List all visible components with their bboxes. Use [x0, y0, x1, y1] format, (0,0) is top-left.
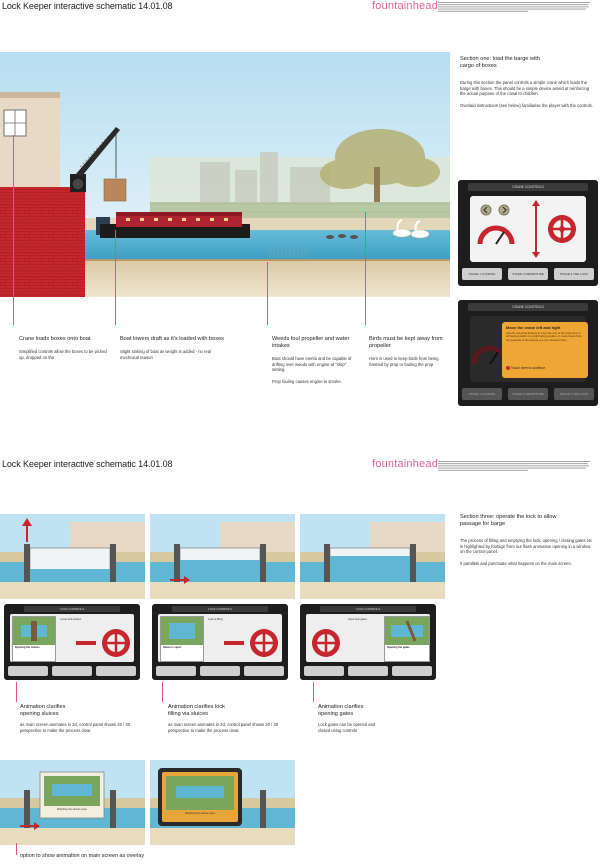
lock-scene-2 [150, 514, 295, 599]
lock-panel-screen: Open lock gates Opening the gates [306, 614, 430, 662]
red-wheel-control [76, 629, 130, 657]
fine-print [438, 2, 593, 14]
stage-2-button[interactable]: STAGE 2 DEPARTURE [508, 268, 548, 280]
callout-line-sluices [16, 682, 17, 702]
overlay-scene-illustration [150, 760, 295, 845]
sluice-animation-thumb [13, 617, 55, 645]
lock-scene-illustration [0, 514, 145, 599]
overlay-scene-2: Watching the sluices open [150, 760, 295, 845]
lock-control-panel-3: LOCK CONTROLS Open lock gates Opening th… [300, 604, 436, 680]
animation-card: Opening the sluices [12, 616, 56, 662]
animation-card: Sluice is open! [160, 616, 204, 662]
panel-header: CRANE CONTROLS [468, 303, 588, 311]
callout-line-crane [13, 135, 14, 325]
lock-control-panel-2: LOCK CONTROLS Sluice is open! Lock is fi… [152, 604, 288, 680]
section-one-text: Section one: load the barge with cargo o… [460, 56, 593, 108]
lock-scene-1 [0, 514, 145, 599]
instruction-tooltip[interactable]: Move the crane left and right Use the re… [502, 322, 588, 378]
stage-3-button[interactable]: STAGE 3 THE LOCK [554, 268, 594, 280]
annotation-birds: Birds must be kept away from propeller H… [369, 336, 443, 367]
annotation-weeds: Weeds foul propeller and water intakes B… [272, 336, 352, 384]
lock-scene-illustration [300, 514, 445, 599]
section-three-text: Section three: operate the lock to allow… [460, 514, 593, 566]
crane-icon [70, 127, 120, 192]
page-title: Lock Keeper interactive schematic 14.01.… [2, 1, 173, 11]
callout-line-gates [313, 682, 314, 702]
barge-icon [96, 212, 250, 238]
stage-button[interactable] [52, 666, 92, 676]
callout-line-boat [115, 230, 116, 325]
stage-button[interactable] [96, 666, 136, 676]
panel-header: CRANE CONTROLS [468, 183, 588, 191]
overlay-note: option to show animation on main screen … [20, 853, 145, 859]
stage-3-button[interactable]: STAGE 3 THE LOCK [554, 388, 594, 400]
stage-button[interactable] [244, 666, 284, 676]
lock-panel-screen: Sluice is open! Lock is filling [158, 614, 282, 662]
stage-button[interactable] [200, 666, 240, 676]
stage-2-button[interactable]: STAGE 2 DEPARTURE [508, 388, 548, 400]
lock-scene-3 [300, 514, 445, 599]
ducks-icon [326, 234, 358, 239]
lock-control-panel-1: LOCK CONTROLS Opening the sluices Lower … [4, 604, 140, 680]
brand-logo: fountainhead [372, 0, 439, 12]
red-wheel-control [224, 629, 278, 657]
page-title-2: Lock Keeper interactive schematic 14.01.… [2, 459, 173, 469]
gates-animation-thumb [385, 617, 429, 645]
stage-button[interactable] [156, 666, 196, 676]
stage-button[interactable] [348, 666, 388, 676]
stage-button[interactable] [8, 666, 48, 676]
fine-print-lines-2 [438, 461, 590, 471]
annotation-filling: Animation clarifies lock filling via slu… [168, 704, 279, 733]
lock-scene-illustration [150, 514, 295, 599]
stage-button[interactable] [304, 666, 344, 676]
crane-control-panel: CRANE CONTROLS STAGE 1 LOADING STAGE 2 D… [458, 180, 598, 286]
fine-print-2 [438, 461, 593, 473]
crane-controls-graphic [477, 200, 576, 258]
stage-1-button[interactable]: STAGE 1 LOADING [462, 268, 502, 280]
lock-filling-animation-thumb [161, 617, 203, 645]
red-wheel-control [312, 629, 340, 657]
overlay-scene-illustration [0, 760, 145, 845]
callout-line-weeds [267, 262, 268, 325]
stage-button[interactable] [392, 666, 432, 676]
callout-line-birds [365, 212, 366, 325]
fine-print-lines [438, 2, 590, 12]
swans-icon [392, 219, 430, 239]
canal-scene-illustration [0, 52, 450, 297]
callout-line-overlay [16, 843, 17, 855]
crane-control-panel-instructions: CRANE CONTROLS Move the crane left and r… [458, 300, 598, 406]
lock-panel-screen: Opening the sluices Lower lock sluices [10, 614, 134, 662]
annotation-sluices: Animation clarifies opening sluices as m… [20, 704, 131, 733]
overlay-scene-1: Watching the sluices open [0, 760, 145, 845]
animation-card: Opening the gates [384, 616, 430, 662]
main-scene [0, 52, 450, 297]
callout-line-filling [162, 682, 163, 702]
stage-1-button[interactable]: STAGE 1 LOADING [462, 388, 502, 400]
continue-icon [506, 366, 510, 371]
annotation-gates: Animation clarifies opening gates Lock g… [318, 704, 376, 733]
annotation-boat: Boat lowers draft as it's loaded with bo… [120, 336, 224, 360]
brand-logo-2: fountainhead [372, 458, 439, 470]
annotation-crane: Crane loads boxes onto boat Simplified c… [19, 336, 107, 360]
continue-link[interactable]: Touch here to continue [506, 366, 545, 371]
panel-screen [470, 196, 586, 262]
